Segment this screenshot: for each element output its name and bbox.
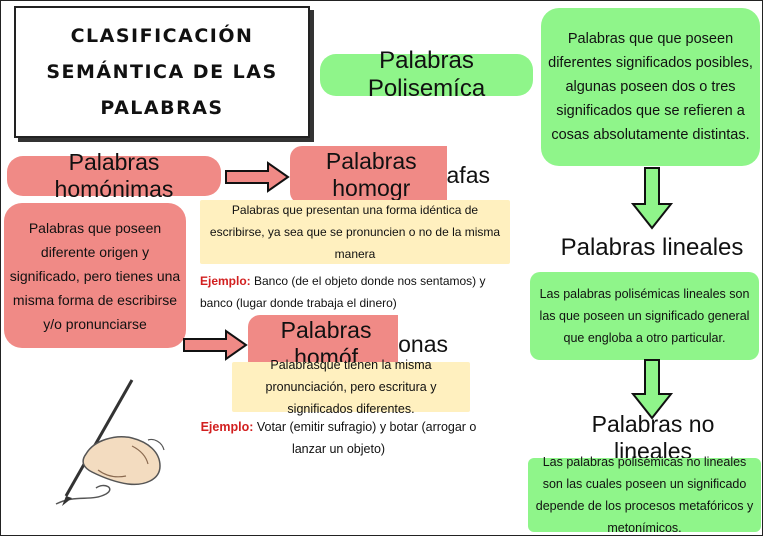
title-line-1: CLASIFICACIÓN	[70, 25, 254, 47]
example-label: Ejemplo:	[200, 420, 254, 434]
polisemicas-heading: Palabras Polisemíca	[320, 47, 533, 102]
title-box: CLASIFICACIÓN SEMÁNTICA DE LAS PALABRAS	[14, 6, 310, 138]
homografas-heading-highlight: Palabras homogr	[290, 146, 447, 204]
homografas-description: Palabras que presentan una forma idéntic…	[200, 200, 510, 264]
example-label: Ejemplo:	[200, 274, 251, 288]
homonimas-heading: Palabras homónimas	[7, 149, 221, 202]
hand-writing-with-pen-icon	[55, 379, 165, 506]
arrow-right-icon	[225, 161, 290, 193]
homografas-example: Ejemplo: Banco (de el objeto donde nos s…	[200, 270, 500, 314]
homofonas-heading-rest: onas	[398, 330, 448, 357]
arrow-down-icon	[630, 167, 674, 230]
arrow-right-icon	[183, 329, 248, 361]
homofonas-example: Ejemplo: Votar (emitir sufragio) y botar…	[196, 416, 481, 460]
example-text: Votar (emitir sufragio) y botar (arrogar…	[253, 420, 477, 456]
title-line-3: PALABRAS	[100, 97, 224, 119]
homonimas-description: Palabras que poseen diferente origen y s…	[4, 203, 186, 348]
homografas-heading-rest: afas	[446, 161, 490, 188]
lineales-description: Las palabras polisémicas lineales son la…	[530, 272, 759, 360]
arrow-down-icon	[630, 359, 674, 420]
title-line-2: SEMÁNTICA DE LAS	[46, 61, 278, 83]
polisemicas-description: Palabras que que poseen diferentes signi…	[541, 8, 760, 166]
homofonas-description: Palabrasque tienen la misma pronunciació…	[232, 358, 470, 416]
no-lineales-description: Las palabras polisémicas no lineales son…	[528, 455, 761, 535]
lineales-heading: Palabras lineales	[560, 234, 744, 261]
example-text: Banco (de el objeto donde nos sentamos) …	[200, 274, 486, 310]
